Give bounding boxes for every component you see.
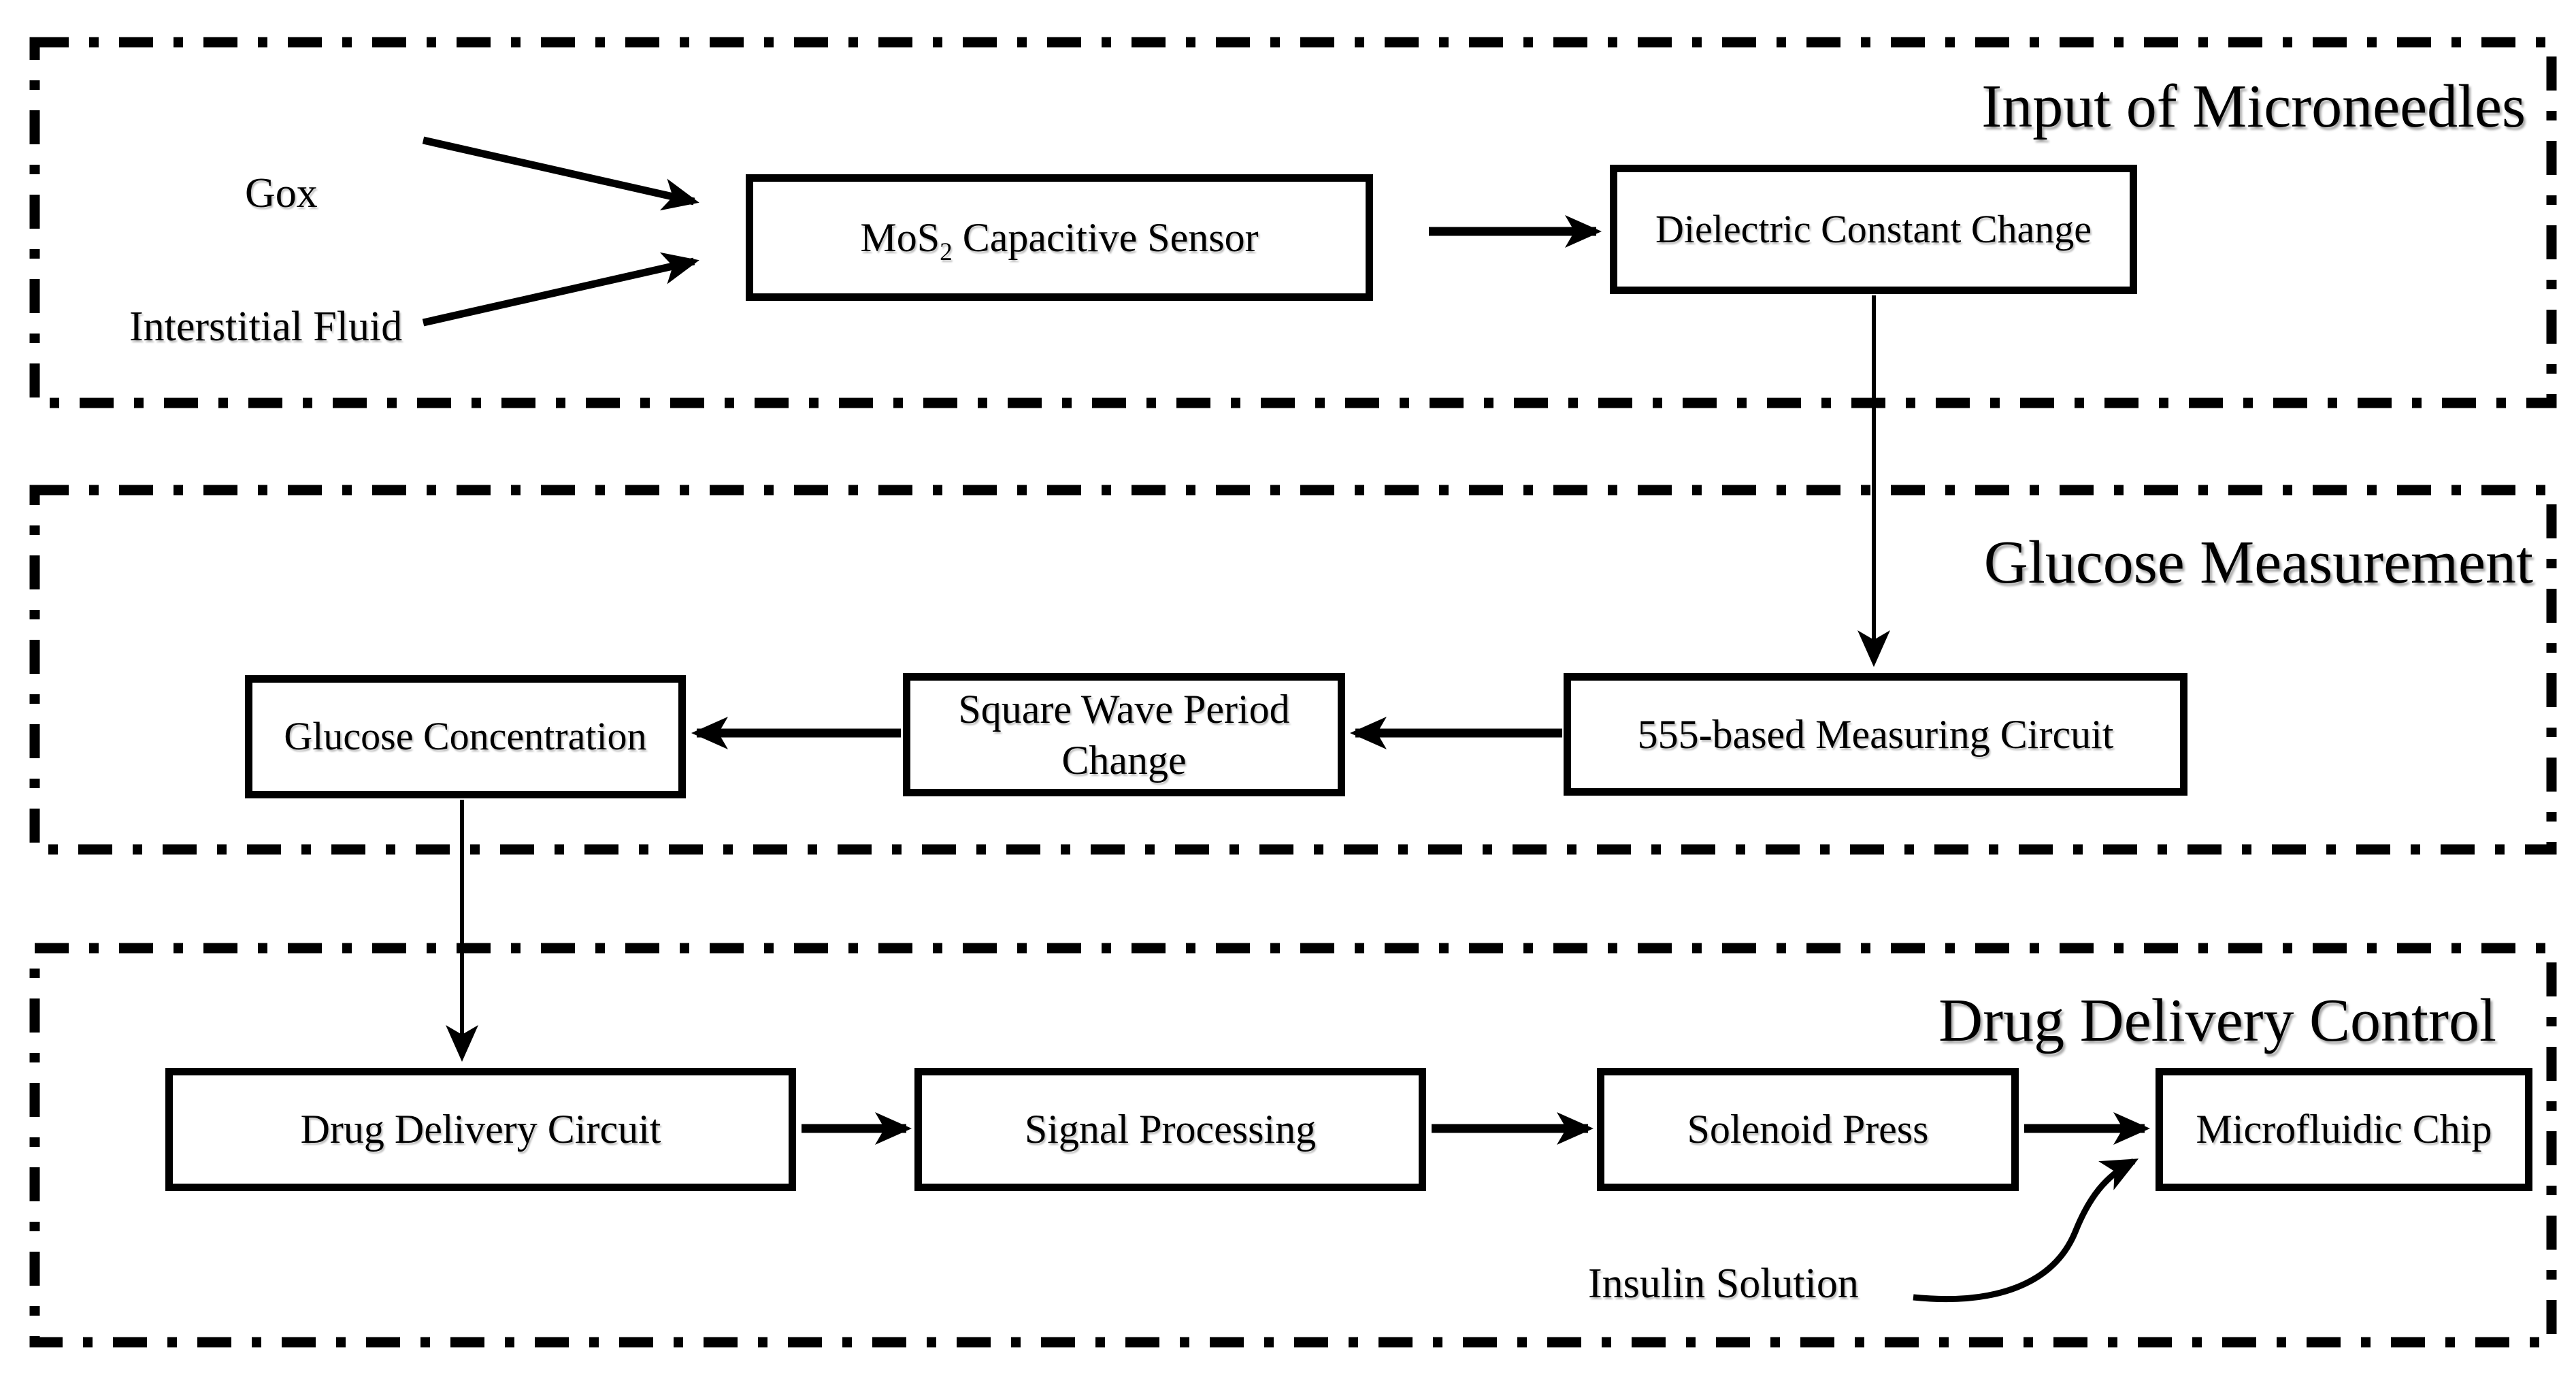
arrow-gox-to-sensor — [422, 136, 699, 211]
label-insulin-solution: Insulin Solution — [1588, 1261, 1859, 1307]
label-gox: Gox — [245, 170, 318, 216]
label-interstitial-fluid: Interstitial Fluid — [129, 304, 403, 350]
node-chip-label: Microfluidic Chip — [2196, 1107, 2492, 1152]
node-mos2-label: MoS2 Capacitive Sensor — [860, 214, 1259, 266]
node-solenoid-press: Solenoid Press — [1597, 1068, 2019, 1191]
node-signal-label: Signal Processing — [1024, 1107, 1317, 1152]
node-squarewave-label-line1: Square Wave Period — [958, 686, 1290, 732]
node-555-measuring-circuit: 555-based Measuring Circuit — [1564, 673, 2187, 796]
arrow-insulin-to-chip — [1913, 1158, 2139, 1302]
node-signal-processing: Signal Processing — [914, 1068, 1426, 1191]
section-title-drug-delivery-control: Drug Delivery Control — [1938, 987, 2496, 1054]
node-dielectric-constant-change: Dielectric Constant Change — [1610, 165, 2137, 294]
section-title-glucose-measurement: Glucose Measurement — [1983, 529, 2533, 596]
node-555-label: 555-based Measuring Circuit — [1637, 711, 2114, 757]
node-microfluidic-chip: Microfluidic Chip — [2156, 1068, 2532, 1191]
node-drugdelivery-label: Drug Delivery Circuit — [300, 1107, 661, 1152]
node-squarewave-label-line2: Change — [1061, 737, 1187, 783]
section-frame-drug-delivery-control — [29, 943, 2557, 1348]
node-dielectric-label: Dielectric Constant Change — [1655, 206, 2092, 251]
arrow-interstitial-to-sensor — [422, 252, 699, 327]
section-frame-input-of-microneedles — [29, 37, 2557, 408]
node-solenoid-label: Solenoid Press — [1687, 1107, 1929, 1152]
section-frame-glucose-measurement — [29, 485, 2557, 855]
section-title-input-of-microneedles: Input of Microneedles — [1981, 73, 2526, 140]
node-square-wave-period-change: Square Wave Period Change — [903, 673, 1345, 796]
mos2-subscript: 2 — [940, 238, 953, 266]
node-glucose-concentration: Glucose Concentration — [245, 675, 686, 798]
node-drug-delivery-circuit: Drug Delivery Circuit — [165, 1068, 796, 1191]
node-mos2-capacitive-sensor: MoS2 Capacitive Sensor — [746, 174, 1373, 301]
node-glucose-label: Glucose Concentration — [284, 714, 647, 759]
